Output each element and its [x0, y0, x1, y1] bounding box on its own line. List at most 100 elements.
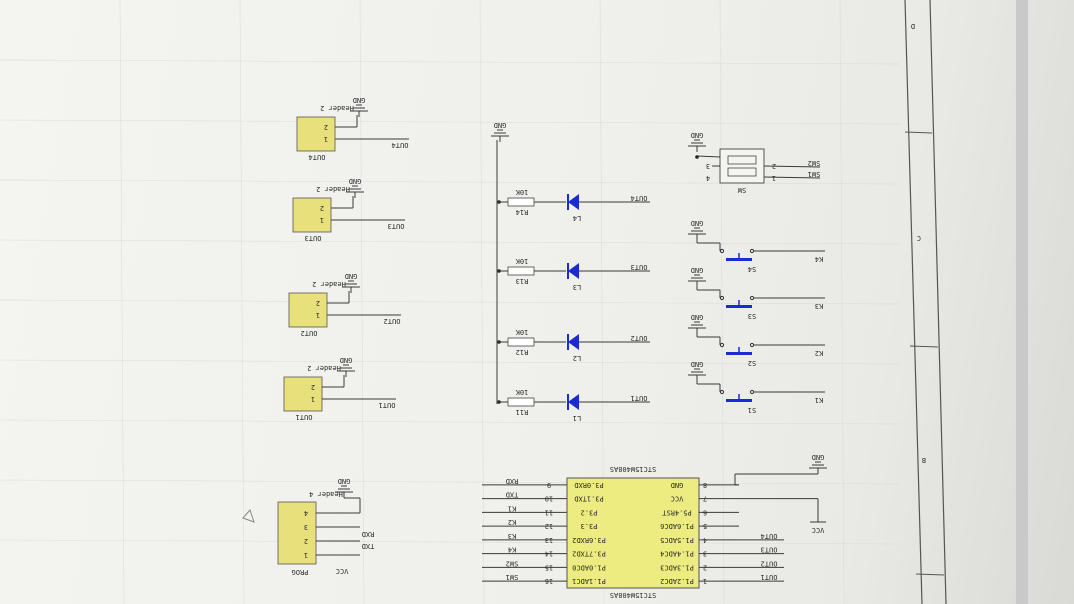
toggle-body[interactable]: [719, 148, 765, 184]
chip-pin-label: P3.2: [581, 508, 598, 516]
chip-pin-label: GND: [671, 481, 684, 489]
resistor-value: 10K: [515, 257, 528, 265]
resistor[interactable]: [507, 337, 535, 347]
resistor[interactable]: [507, 197, 535, 207]
header-value: OUT3: [305, 234, 322, 242]
gnd-label: GND: [691, 313, 704, 321]
junction-dot: [695, 155, 699, 159]
prog-pin: 1: [304, 551, 308, 559]
header-body[interactable]: [292, 197, 332, 233]
chip-body[interactable]: [566, 477, 700, 589]
led-diode-icon[interactable]: [568, 394, 579, 410]
chip-pin-number: 15: [545, 563, 553, 571]
chip-pin-number: 5: [703, 522, 707, 530]
pushbutton-icon[interactable]: [726, 352, 752, 355]
chip-pin-label: P1.0ADC0: [572, 563, 606, 571]
prog-pin: 4: [304, 509, 308, 517]
net-label: K4: [508, 546, 516, 554]
chip-pin-number: 8: [703, 481, 707, 489]
prog-name: Header 4: [309, 490, 343, 498]
switch-net-label: K1: [815, 396, 823, 404]
vertical-scrollbar[interactable]: [1016, 0, 1028, 604]
header-value: OUT2: [301, 329, 318, 337]
chip-pin-label: P1.2ADC2: [660, 577, 694, 585]
net-label-out: OUT1: [761, 573, 778, 581]
sheet-grid: [0, 0, 900, 604]
header-body[interactable]: [283, 376, 323, 412]
header-body[interactable]: [296, 116, 336, 152]
header-pin: 1: [316, 311, 320, 319]
resistor[interactable]: [507, 266, 535, 276]
toggle-wire: [763, 176, 821, 179]
resistor-value: 10K: [515, 328, 528, 336]
header-name: Header 2: [312, 280, 346, 288]
led-diode-icon[interactable]: [568, 263, 579, 279]
net-label: K1: [508, 504, 516, 512]
net-label: SW1: [506, 573, 519, 581]
chip-pin-label: P3.0RXD: [574, 481, 604, 489]
pushbutton-icon[interactable]: [726, 305, 752, 308]
led-diode-icon[interactable]: [568, 334, 579, 350]
chip-pin-label: VCC: [671, 495, 684, 503]
switch-net-label: K2: [815, 349, 823, 357]
sw-contact: [749, 248, 755, 254]
net-label-out: OUT4: [761, 532, 778, 540]
header-pin: 2: [324, 123, 328, 131]
chip-pin-label: P1.3ADC3: [660, 563, 694, 571]
sw-contact: [719, 295, 725, 301]
led-net-label: OUT3: [631, 263, 648, 271]
chip-pin-label: P1.1ADC1: [572, 577, 606, 585]
net-label: RXD: [506, 477, 519, 485]
chip-name-bottom: STC15W408AS: [610, 591, 656, 599]
border-zone-d: D: [911, 22, 915, 30]
resistor-ref: R13: [516, 277, 529, 285]
gnd-label: GND: [349, 177, 362, 185]
led-diode-icon[interactable]: [568, 194, 579, 210]
chip-pin-number: 13: [545, 536, 553, 544]
toggle-net: SW2: [808, 159, 821, 167]
switch-ref: S4: [748, 265, 756, 273]
gnd-label: GND: [353, 96, 366, 104]
gnd-label: GND: [345, 272, 358, 280]
header-pin: 1: [311, 395, 315, 403]
chip-pin-label: P3.7TXD2: [572, 550, 606, 558]
resistor-ref: R14: [516, 208, 529, 216]
toggle-pin: 4: [706, 174, 710, 182]
header-pin: 1: [320, 216, 324, 224]
led-array: GNDR1110KL1OUT1R1210KL2OUT2R1310KL3OUT3R…: [491, 121, 650, 422]
switch-net-label: K3: [815, 302, 823, 310]
header-name: Header 2: [316, 185, 350, 193]
header-pin: 2: [320, 204, 324, 212]
chip-pin-number: 12: [545, 522, 553, 530]
prog-pin: 3: [304, 523, 308, 531]
header-body[interactable]: [288, 292, 328, 328]
resistor[interactable]: [507, 397, 535, 407]
net-label: K2: [508, 518, 516, 526]
sw-contact: [749, 295, 755, 301]
header-net-label: OUT1: [379, 401, 396, 409]
net-label: SW2: [506, 559, 519, 567]
border-zone-c: C: [917, 234, 921, 242]
led-ref: L4: [573, 214, 581, 222]
chip-pin-label: P3.1TXD: [574, 495, 604, 503]
switch-ref: S1: [748, 406, 756, 414]
toggle-pin: 3: [706, 162, 710, 170]
pushbutton-icon[interactable]: [726, 258, 752, 261]
chip-pin-number: 14: [545, 550, 553, 558]
chip-pin-label: P5.4RST: [661, 508, 691, 516]
prog-label: PROG: [292, 568, 309, 576]
toggle-pin: 1: [772, 174, 776, 182]
prog-header-body[interactable]: [277, 501, 317, 565]
net-label-out: OUT2: [761, 559, 778, 567]
header-value: OUT1: [296, 413, 313, 421]
border-zone-b: B: [922, 456, 926, 464]
chip-pin-label: P1.6ADC6: [660, 522, 694, 530]
led-ref: L3: [573, 283, 581, 291]
pushbutton-icon[interactable]: [726, 399, 752, 402]
chip-pin-number: 16: [545, 577, 553, 585]
